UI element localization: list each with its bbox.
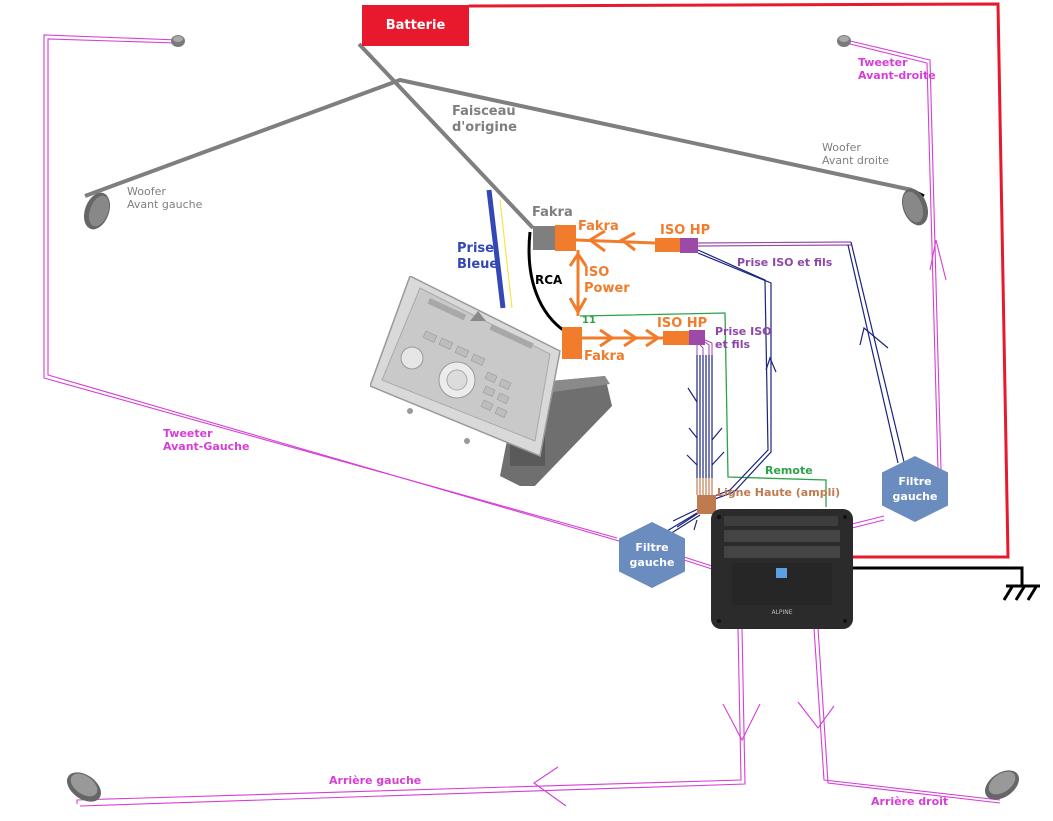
amplifier-icon: ALPINE (711, 509, 853, 629)
ligne-haute-connector (697, 495, 716, 514)
iso-connections (568, 229, 663, 348)
fakra-bottom-label: Fakra (584, 349, 625, 364)
tweeter-left-icon (171, 35, 185, 47)
pin-11-label: 11 (582, 315, 596, 326)
filter-left: Filtre gauche (619, 522, 685, 588)
ground-wire (852, 566, 1024, 586)
tweeter-right-label: Tweeter Avant-droite (858, 56, 936, 83)
iso-power-label: ISO Power (584, 265, 630, 296)
woofer-right-label: Woofer Avant droite (822, 141, 890, 168)
iso-hp-top-plug (680, 238, 698, 253)
harness-label: Faisceau d'origine (452, 104, 517, 135)
yellow-wire (499, 199, 513, 309)
fakra-gray-label: Fakra (532, 205, 573, 220)
iso-bottom-stubs (696, 339, 713, 355)
ligne-haute-stubs (696, 478, 713, 495)
rear-left-label: Arrière gauche (329, 774, 422, 787)
tweeter-right-icon (837, 35, 851, 47)
rear-left-speaker-icon (66, 772, 102, 802)
tweeter-left-label: Tweeter Avant-Gauche (163, 427, 250, 454)
rear-right-speaker-icon (984, 770, 1020, 800)
iso-hp-bottom-plug (689, 330, 705, 345)
battery-box: Batterie (362, 5, 469, 46)
remote-wire (579, 312, 827, 507)
woofer-left-icon (83, 192, 111, 230)
remote-label: Remote (765, 464, 813, 477)
iso-hp-bottom-label: ISO HP (657, 316, 708, 331)
filter-right: Filtre gauche (882, 456, 948, 522)
iso-hp-top-label: ISO HP (660, 223, 711, 238)
prise-bleue-wire (486, 189, 506, 309)
woofer-left-label: Woofer Avant gauche (127, 185, 203, 212)
fakra-gray-connector (533, 226, 555, 250)
prise-iso-top-label: Prise ISO et fils (737, 256, 833, 269)
prise-bleue-label: Prise Bleue (457, 241, 499, 272)
ligne-to-filter-left (666, 512, 701, 535)
power-wire (468, 2, 1010, 559)
rear-right-label: Arrière droit (871, 795, 949, 808)
harness-wire (84, 42, 913, 230)
prise-iso-bottom-label: Prise ISO et fils (715, 325, 772, 352)
rca-wire (527, 231, 567, 334)
ligne-haute-label: Ligne Haute (ampli) (717, 486, 841, 499)
fakra-bottom-connector (562, 327, 582, 359)
rca-label: RCA (535, 273, 563, 287)
iso-top-wires (697, 241, 905, 501)
fakra-top-label: Fakra (578, 219, 619, 234)
speaker-wires (43, 34, 1001, 807)
iso-hp-bottom-connector (663, 331, 689, 345)
svg-text:ALPINE: ALPINE (771, 609, 792, 616)
ground-icon (1002, 584, 1040, 601)
iso-bottom-wires (672, 355, 725, 531)
fakra-top-connector (555, 225, 576, 251)
head-unit-radio-icon (370, 276, 612, 486)
iso-hp-top-connector (655, 238, 680, 252)
woofer-right-icon (901, 188, 929, 226)
